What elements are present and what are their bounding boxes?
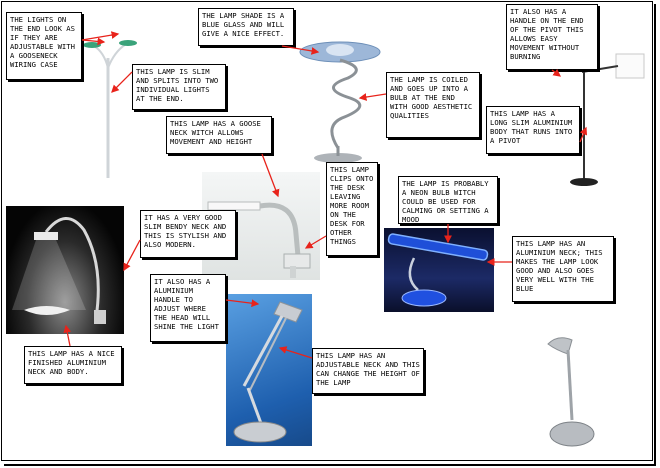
note-streetlight-splits: This lamp is slim and splits into two in… xyxy=(132,64,226,110)
note-adjustable-neck: This lamp has an adjustable neck and thi… xyxy=(312,348,424,394)
note-finished-neck: This lamp has a nice finished aluminium … xyxy=(24,346,122,384)
note-bendy-neck: It has a very good slim bendy neck and t… xyxy=(140,210,236,258)
note-pivot-handle: It also has a handle on the end of the p… xyxy=(506,4,598,70)
note-aluminium-neck-blue: This lamp has an aluminium neck; this ma… xyxy=(512,236,614,302)
pivot-floor-lamp-image xyxy=(570,53,645,186)
adjustable-lamp-blue-photo xyxy=(226,294,312,446)
clip-lamp-photo xyxy=(202,172,320,280)
silver-desk-lamp-image xyxy=(547,337,595,447)
page-border xyxy=(1,1,653,461)
note-clip-desk: This lamp clips onto the desk leaving mo… xyxy=(326,162,378,256)
note-shade-glass: The lamp shade is a blue glass and will … xyxy=(198,8,294,46)
note-streetlight-ends: The lights on the end look as if they ar… xyxy=(6,12,82,80)
note-coiled: The lamp is coiled and goes up into a bu… xyxy=(386,72,480,138)
coiled-lamp-image xyxy=(299,41,381,163)
note-pivot-body: This lamp has a long slim aluminium body… xyxy=(486,106,580,154)
bendy-lamp-dark-photo xyxy=(6,206,124,334)
note-goose-neck: This lamp has a goose neck witch allows … xyxy=(166,116,272,154)
note-handle-head: It also has a aluminium handle to adjust… xyxy=(150,274,226,342)
page-shadow-border xyxy=(4,4,656,466)
split-street-lamp-image xyxy=(83,40,137,178)
neon-lamp-photo xyxy=(384,228,494,312)
note-neon-bulb: The lamp is probably a neon bulb witch c… xyxy=(398,176,498,224)
